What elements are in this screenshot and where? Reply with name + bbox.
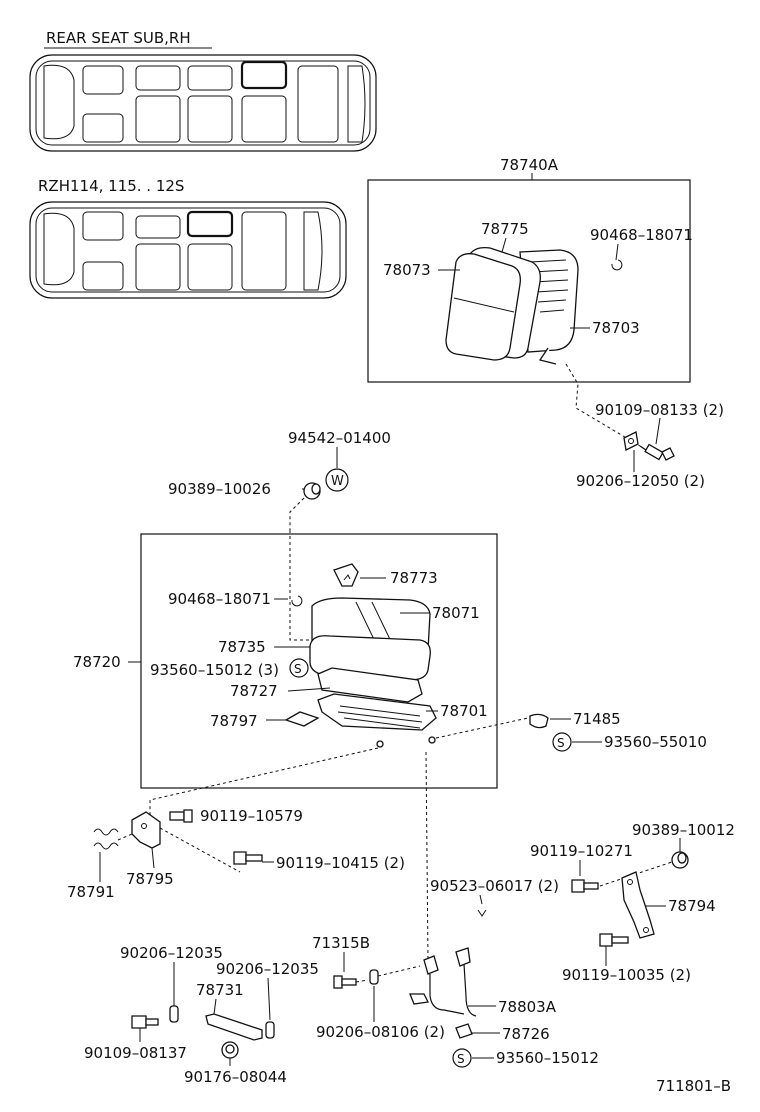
spring-icon (93, 828, 119, 850)
hog-ring-icon (611, 259, 623, 271)
bolt-icon (131, 1015, 159, 1029)
part-label-93560-55010: 93560–55010 (604, 733, 707, 751)
part-label-78797: 78797 (210, 712, 258, 730)
symbol-s: S (457, 1052, 465, 1066)
seatback-cover (445, 253, 521, 361)
part-label-78740a: 78740A (500, 156, 559, 174)
part-label-90119-10035: 90119–10035 (2) (562, 966, 691, 984)
bolt-icon (599, 933, 629, 947)
clip-icon (265, 1021, 275, 1039)
symbol-s-circle (452, 1048, 472, 1068)
part-label-78703: 78703 (592, 319, 640, 337)
clip-icon (455, 1023, 473, 1039)
bolt-icon (333, 975, 357, 989)
part-label-78701: 78701 (440, 702, 488, 720)
part-label-90523-06017: 90523–06017 (2) (430, 877, 559, 895)
symbol-s-circle (289, 658, 309, 678)
rod-icon (205, 1013, 263, 1041)
part-label-93560-15012-3: 93560–15012 (3) (150, 661, 279, 679)
bolt-icon (571, 879, 599, 893)
seat-cushion-assembly-box (140, 533, 498, 789)
part-label-78775: 78775 (481, 220, 529, 238)
bolt-icon (169, 809, 193, 823)
layout-title-rear-seat-sub-rh: REAR SEAT SUB,RH (46, 29, 191, 47)
symbol-s: S (557, 736, 565, 750)
part-label-94542-01400: 94542–01400 (288, 429, 391, 447)
clip-icon (169, 1005, 179, 1023)
part-label-78720: 78720 (73, 653, 121, 671)
figure-id: 711801–B (656, 1077, 731, 1095)
part-label-90109-08133: 90109–08133 (2) (595, 401, 724, 419)
seat-layout-rear-seat-sub-rh: REAR SEAT SUB,RH (29, 29, 377, 152)
part-label-90176-08044: 90176–08044 (184, 1068, 287, 1086)
bushing-icon (671, 851, 689, 869)
part-label-90206-12050: 90206–12050 (2) (576, 472, 705, 490)
washer-nut-icon (623, 431, 639, 451)
part-label-90119-10271: 90119–10271 (530, 842, 633, 860)
part-label-78727: 78727 (230, 682, 278, 700)
part-label-90389-10012: 90389–10012 (632, 821, 735, 839)
part-label-78794: 78794 (668, 897, 716, 915)
part-label-71315b: 71315B (312, 934, 370, 952)
part-label-78071: 78071 (432, 604, 480, 622)
part-label-90389-10026: 90389–10026 (168, 480, 271, 498)
part-label-90119-10579: 90119–10579 (200, 807, 303, 825)
bushing-icon (303, 482, 321, 500)
clip-icon (477, 909, 487, 917)
seatback-assembly-box (367, 179, 691, 383)
part-label-90468-18071-top: 90468–18071 (590, 226, 693, 244)
hog-ring-icon (291, 595, 303, 607)
layout-title-rzh-variant: RZH114, 115. . 12S (38, 177, 184, 195)
part-label-90206-12035-a: 90206–12035 (120, 944, 223, 962)
part-label-78803a: 78803A (498, 998, 557, 1016)
part-label-78791: 78791 (67, 883, 115, 901)
seatback-assembly-group: 78740A 78775 90468–18071 78073 78703 (367, 156, 693, 383)
part-label-78795: 78795 (126, 870, 174, 888)
bolt-icon (233, 851, 263, 865)
seat-layout-rzh-variant: RZH114, 115. . 12S (29, 177, 347, 299)
part-label-90109-08137: 90109–08137 (84, 1044, 187, 1062)
part-label-71485: 71485 (573, 710, 621, 728)
seat-cushion-group (284, 563, 437, 748)
symbol-w-circle (325, 468, 349, 492)
bolt-icon (639, 443, 675, 461)
part-label-78735: 78735 (218, 638, 266, 656)
hinge-bracket-icon (131, 811, 161, 849)
part-label-90468-18071: 90468–18071 (168, 590, 271, 608)
part-label-78731: 78731 (196, 981, 244, 999)
part-label-93560-15012: 93560–15012 (496, 1049, 599, 1067)
bracket-icon (621, 871, 655, 939)
clip-icon (369, 969, 379, 985)
part-label-78073: 78073 (383, 261, 431, 279)
bushing-icon (221, 1041, 239, 1059)
part-label-90119-10415: 90119–10415 (2) (276, 854, 405, 872)
part-label-78773: 78773 (390, 569, 438, 587)
symbol-s-circle (552, 732, 572, 752)
symbol-s: S (294, 662, 302, 676)
cable-assembly-icon (409, 947, 477, 1017)
part-label-90206-08106: 90206–08106 (2) (316, 1023, 445, 1041)
part-label-78726: 78726 (502, 1025, 550, 1043)
part-label-90206-12035-b: 90206–12035 (216, 960, 319, 978)
symbol-w: W (331, 474, 344, 489)
knob-icon (529, 713, 549, 729)
